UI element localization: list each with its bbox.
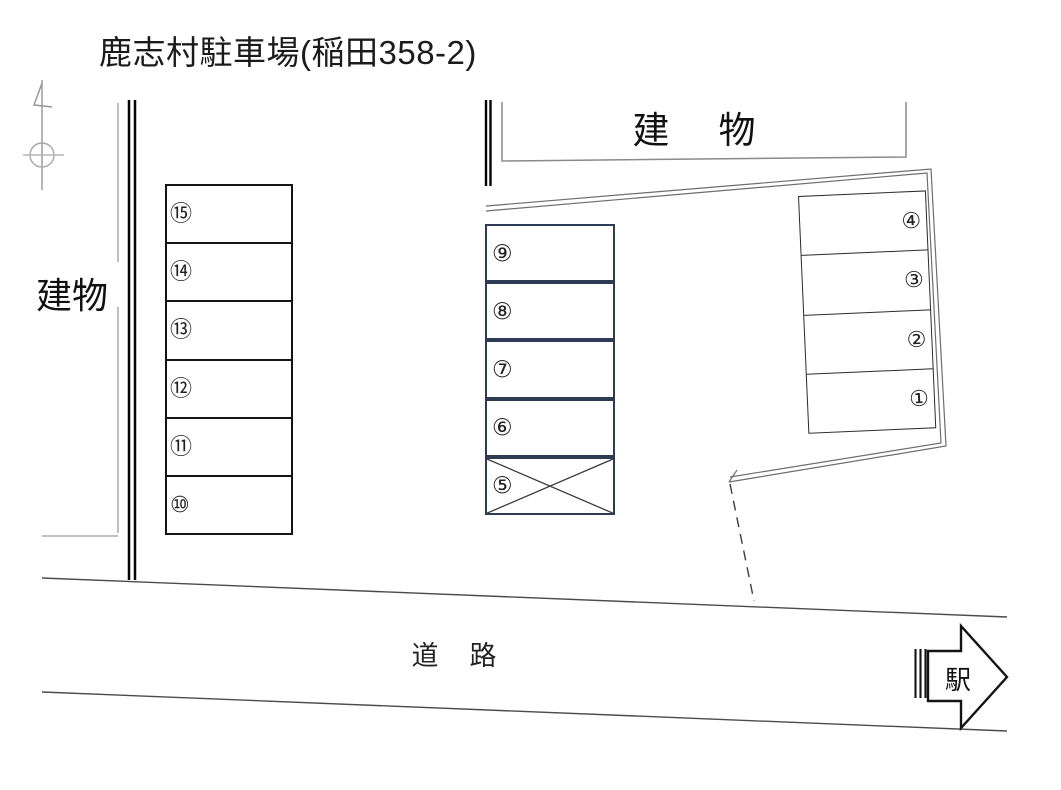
station-arrow-icon [914, 622, 1009, 732]
north-symbol-icon [23, 80, 64, 190]
parking-space-6: ⑥ [485, 398, 615, 457]
space-label: ⑬ [170, 317, 193, 343]
parking-space-5: ⑤ [485, 456, 615, 515]
parking-space-14: ⑭ [167, 244, 291, 303]
station-label: 駅 [945, 665, 972, 695]
space-label: ⑦ [492, 355, 513, 382]
building-left-outline [42, 103, 119, 537]
space-label: ⑥ [492, 414, 513, 441]
space-label: ⑤ [492, 472, 513, 499]
parking-space-4: ④ [799, 191, 928, 257]
space-label: ⑭ [170, 259, 193, 285]
parking-space-1: ① [807, 369, 935, 433]
parking-space-8: ⑧ [485, 282, 615, 341]
parking-space-9: ⑨ [485, 224, 615, 283]
building-left-label: 建物 [36, 275, 109, 316]
parking-space-2: ② [804, 309, 933, 375]
wall-double-line-left [127, 100, 137, 580]
space-label: ① [908, 385, 930, 412]
space-label: ⑩ [170, 491, 190, 517]
space-label: ⑮ [170, 201, 193, 227]
parking-space-7: ⑦ [485, 340, 615, 399]
cross-mark [487, 459, 613, 513]
parking-space-15: ⑮ [167, 186, 291, 245]
parking-block-middle: ⑨ ⑧ ⑦ ⑥ ⑤ [485, 224, 615, 515]
wall-double-line-top [484, 100, 492, 186]
boundary-double-line [485, 168, 947, 483]
space-label: ③ [903, 266, 925, 293]
building-top-outline [501, 102, 907, 162]
boundary-dashed-line [729, 483, 755, 602]
space-label: ⑧ [492, 297, 513, 324]
parking-space-13: ⑬ [167, 302, 291, 361]
page-title: 鹿志村駐車場(稲田358-2) [99, 34, 477, 71]
space-label: ④ [900, 207, 922, 234]
parking-block-left: ⑮ ⑭ ⑬ ⑫ ⑪ ⑩ [165, 184, 293, 535]
space-label: ⑨ [492, 239, 513, 266]
parking-space-12: ⑫ [167, 361, 291, 419]
road-label: 道 路 [411, 641, 499, 671]
parking-space-10: ⑩ [167, 477, 291, 533]
building-top-label: 建 物 [632, 110, 762, 151]
space-label: ② [906, 326, 927, 353]
parking-space-11: ⑪ [167, 419, 291, 477]
parking-block-right: ④ ③ ② ① [798, 190, 937, 434]
road-edges [41, 577, 1008, 732]
space-label: ⑫ [170, 375, 193, 401]
parking-space-3: ③ [801, 250, 931, 316]
space-label: ⑪ [170, 433, 193, 459]
